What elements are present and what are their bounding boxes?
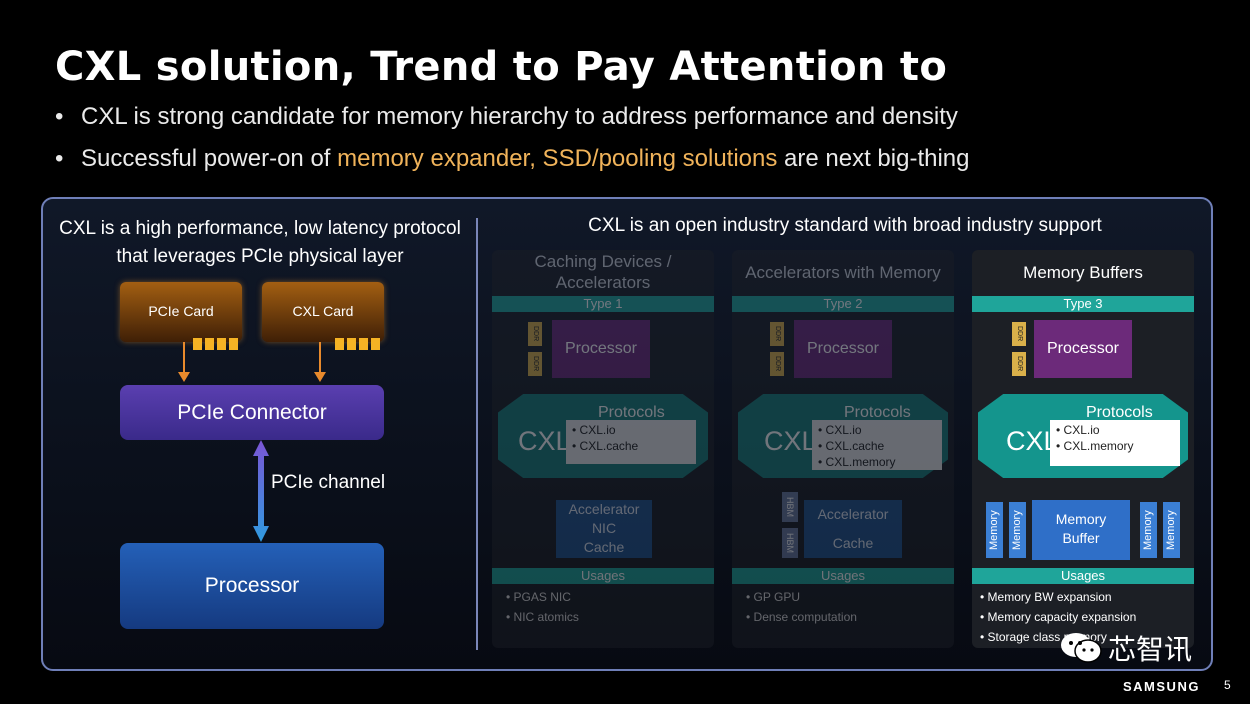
cxl-card: CXL Card (262, 282, 384, 350)
bidirectional-arrow-icon (253, 440, 269, 542)
column-heading: Accelerators with Memory (745, 262, 941, 282)
chat-bubble-icon (1061, 633, 1102, 663)
protocol-item: • CXL.cache (818, 439, 885, 453)
device-line: Buffer (1062, 530, 1100, 546)
left-caption-line1: CXL is a high performance, low latency p… (59, 218, 461, 239)
usage-item: • PGAS NIC (506, 590, 571, 604)
usage-item: • Memory capacity expansion (980, 610, 1137, 624)
memory-buffer-box: Memory Buffer (1032, 500, 1130, 560)
page-number: 5 (1224, 678, 1231, 692)
right-caption: CXL is an open industry standard with br… (588, 215, 1102, 236)
protocols-list: • CXL.io • CXL.cache (566, 420, 696, 464)
bullet-dot: • (55, 103, 64, 130)
bullet-1-text: CXL is strong candidate for memory hiera… (81, 103, 958, 130)
memory-module-icon: Memory (986, 502, 1003, 558)
protocols-title: Protocols (844, 404, 911, 421)
ddr-chip-icon: DDR (1012, 352, 1026, 376)
watermark-text: 芯智讯 (1108, 634, 1193, 665)
type-label: Type 3 (972, 296, 1194, 312)
device-line: Cache (832, 535, 874, 551)
cxl-label: CXL (1006, 426, 1059, 456)
hbm-chip-icon: HBM (782, 492, 798, 522)
samsung-logo: SAMSUNG (1123, 679, 1200, 694)
bullet-1: • CXL is strong candidate for memory hier… (55, 103, 958, 131)
usage-item: • NIC atomics (506, 610, 579, 624)
protocol-item: • CXL.cache (572, 439, 639, 453)
panel-divider (476, 218, 478, 650)
column-heading: Caching Devices / Accelerators (534, 252, 672, 292)
left-caption-line2: that leverages PCIe physical layer (116, 246, 404, 267)
protocols-list: • CXL.io • CXL.cache • CXL.memory (812, 420, 942, 470)
type1-column: Caching Devices / Accelerators Type 1 DD… (492, 250, 714, 648)
arrow-down-icon (178, 342, 190, 382)
slide-title: CXL solution, Trend to Pay Attention to (55, 44, 948, 90)
memory-module-icon: Memory (1163, 502, 1180, 558)
usage-item: • GP GPU (746, 590, 800, 604)
device-line: Accelerator (817, 506, 889, 522)
type3-column: Memory Buffers Type 3 DDR DDR Processor … (972, 250, 1194, 648)
bullet-2-highlight: memory expander, SSD/pooling solutions (337, 145, 778, 172)
ddr-chip-icon: DDR (770, 352, 784, 376)
memory-module-icon: Memory (1140, 502, 1157, 558)
watermark: 芯智讯 (1060, 628, 1192, 668)
ddr-chip-icon: DDR (528, 352, 542, 376)
type-label: Type 2 (732, 296, 954, 312)
cxl-label: CXL (764, 426, 817, 456)
bullet-2-post: are next big-thing (777, 145, 970, 172)
bullet-2-pre: Successful power-on of (81, 145, 338, 172)
bullet-2: • Successful power-on of memory expander,… (55, 145, 970, 173)
processor-block: Processor (120, 543, 384, 629)
device-line: Cache (583, 539, 625, 555)
protocols-title: Protocols (598, 404, 665, 421)
protocol-item: • CXL.io (818, 423, 862, 437)
usages-bar: Usages (732, 568, 954, 584)
memory-module-icon: Memory (1009, 502, 1026, 558)
protocol-item: • CXL.memory (1056, 439, 1134, 453)
usage-item: • Memory BW expansion (980, 590, 1112, 604)
pcie-connector: PCIe Connector (120, 385, 384, 440)
cxl-block (738, 394, 948, 478)
device-line: Memory (1055, 511, 1107, 527)
card-pins (193, 338, 238, 350)
protocols-title: Protocols (1086, 404, 1153, 421)
left-caption: CXL is a high performance, low latency p… (55, 215, 465, 271)
ddr-chip-icon: DDR (1012, 322, 1026, 346)
protocol-item: • CXL.io (572, 423, 616, 437)
device-line: NIC (591, 520, 617, 536)
device-line: Accelerator (568, 501, 640, 517)
cxl-block (498, 394, 708, 478)
usages-bar: Usages (492, 568, 714, 584)
cxl-card-label: CXL Card (292, 303, 354, 319)
processor-box: Processor (1034, 320, 1132, 378)
ddr-chip-icon: DDR (770, 322, 784, 346)
pcie-card-label: PCIe Card (148, 303, 214, 319)
protocol-item: • CXL.memory (818, 455, 896, 469)
protocols-list: • CXL.io • CXL.memory (1050, 420, 1180, 466)
usage-item: • Dense computation (746, 610, 857, 624)
processor-box: Processor (552, 320, 650, 378)
pcie-channel-label: PCIe channel (271, 472, 386, 493)
card-pins (335, 338, 380, 350)
protocol-item: • CXL.io (1056, 423, 1100, 437)
processor-box: Processor (794, 320, 892, 378)
accelerator-box: Accelerator NIC Cache (556, 500, 652, 558)
usages-bar: Usages (972, 568, 1194, 584)
type2-column: Accelerators with Memory Type 2 DDR DDR … (732, 250, 954, 648)
ddr-chip-icon: DDR (528, 322, 542, 346)
bullet-dot: • (55, 145, 64, 172)
arrow-down-icon (314, 342, 326, 382)
cxl-label: CXL (518, 426, 571, 456)
hbm-chip-icon: HBM (782, 528, 798, 558)
accelerator-box: Accelerator Cache (804, 500, 902, 558)
pcie-card: PCIe Card (120, 282, 242, 350)
type-label: Type 1 (492, 296, 714, 312)
column-heading: Memory Buffers (1023, 262, 1143, 282)
